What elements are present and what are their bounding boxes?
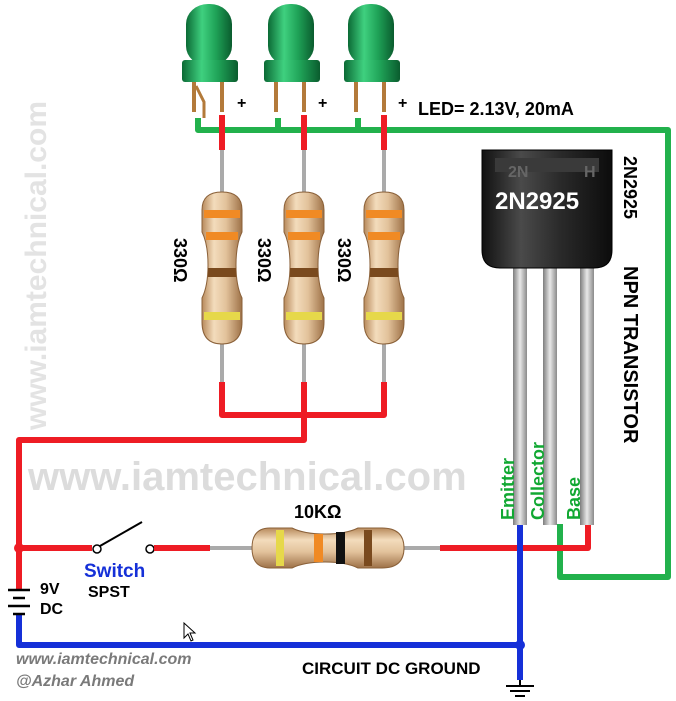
mouse-cursor-icon <box>183 621 197 642</box>
switch-type-label: SPST <box>88 584 130 601</box>
ground-junction-dot <box>515 640 525 650</box>
switch-label: Switch <box>84 561 145 582</box>
led-resistor-2-label: 330Ω <box>254 238 274 282</box>
credit-url: www.iamtechnical.com <box>16 651 191 668</box>
led-cathode-wire <box>195 118 671 580</box>
led-resistor-3-label: 330Ω <box>334 238 354 282</box>
led-2 <box>264 4 320 112</box>
led-1-plus: + <box>237 95 246 112</box>
ground-wire <box>16 522 523 680</box>
battery-9v <box>8 588 30 616</box>
battery-type-label: DC <box>40 601 64 618</box>
transistor-type-label: NPN TRANSISTOR <box>619 266 641 444</box>
side-watermark: www.iamtechnical.com <box>20 101 53 431</box>
led-1 <box>182 4 238 118</box>
center-watermark: www.iamtechnical.com <box>27 455 467 499</box>
transistor-body-mark-left: 2N <box>508 164 528 181</box>
led-3 <box>344 4 400 112</box>
led-anode-wires <box>219 115 387 150</box>
emitter-pin-label: Emitter <box>498 458 518 520</box>
led-3-plus: + <box>398 95 407 112</box>
led-resistor-1 <box>201 150 243 382</box>
transistor-body-mark-right: H <box>584 164 596 181</box>
led-resistor-3 <box>363 150 405 382</box>
led-spec-label: LED= 2.13V, 20mA <box>418 99 574 119</box>
battery-voltage-label: 9V <box>40 581 60 598</box>
credit-author: @Azhar Ahmed <box>16 673 135 690</box>
ground-label: CIRCUIT DC GROUND <box>302 659 481 678</box>
spst-switch[interactable] <box>80 521 172 554</box>
led-resistor-1-label: 330Ω <box>170 238 190 282</box>
ground-icon <box>506 680 534 697</box>
base-resistor-label: 10KΩ <box>294 502 341 522</box>
transistor-side-part-number: 2N2925 <box>620 156 640 219</box>
transistor <box>481 149 613 525</box>
supply-wire <box>19 522 591 551</box>
collector-pin-label: Collector <box>528 442 548 520</box>
led-resistor-2 <box>283 150 325 382</box>
base-pin-label: Base <box>564 477 584 520</box>
led-2-plus: + <box>318 95 327 112</box>
base-resistor <box>210 527 440 569</box>
junction-dots <box>14 411 308 553</box>
transistor-body-part-number: 2N2925 <box>495 188 579 215</box>
